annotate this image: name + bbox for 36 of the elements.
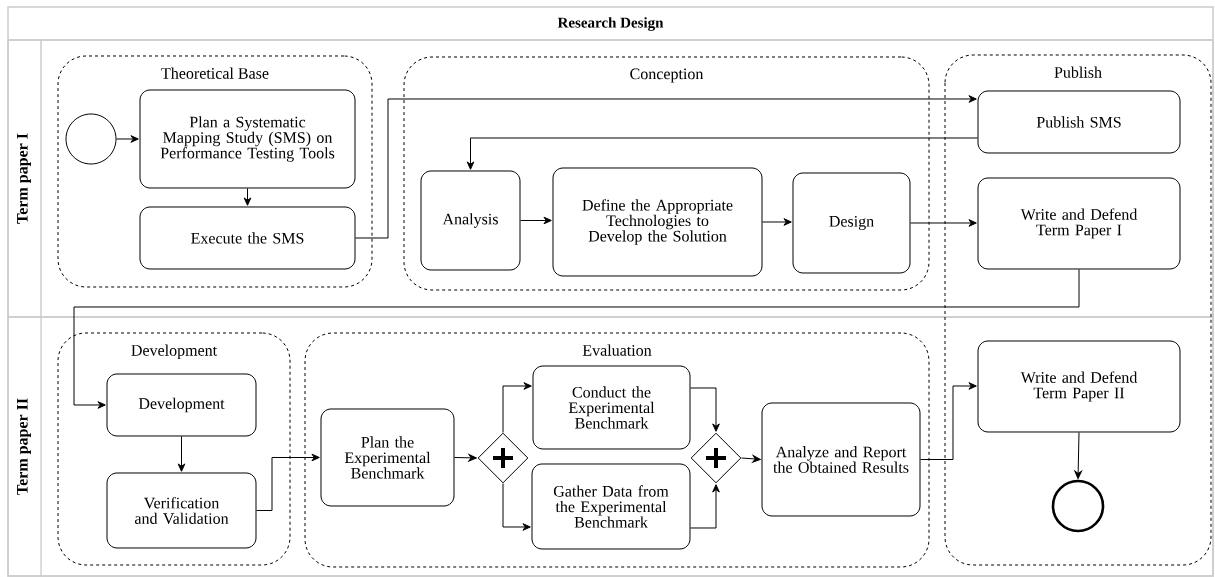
arrow — [116, 135, 139, 143]
parallel-gateway-diamond — [690, 432, 742, 484]
task-box: Verification and Validation — [106, 472, 257, 549]
arrow — [73, 269, 1080, 409]
arrow — [910, 219, 977, 227]
arrow — [690, 484, 720, 529]
arrow — [454, 454, 477, 462]
arrow — [243, 188, 252, 206]
task-box: Analysis — [420, 170, 521, 271]
arrow — [741, 455, 761, 463]
arrow — [762, 218, 792, 226]
arrow — [690, 387, 720, 432]
task-box: Write and Defend Term Paper II — [977, 340, 1181, 433]
end-event-circle — [1051, 479, 1105, 533]
task-box: Define the Appropriate Technologies to Develop the Solution — [552, 167, 763, 277]
task-box: Write and Defend Term Paper I — [977, 177, 1181, 270]
arrow — [256, 453, 320, 511]
arrow — [1074, 432, 1082, 479]
parallel-gateway-diamond — [477, 432, 529, 484]
task-box: Conduct the Experimental Benchmark — [532, 365, 691, 450]
task-box: Plan a Systematic Mapping Study (SMS) on Performance Testing Tools — [139, 89, 356, 189]
arrow — [520, 216, 552, 225]
arrow — [177, 436, 186, 472]
task-box: Development — [106, 373, 257, 437]
task-box: Design — [792, 172, 911, 274]
arrow — [502, 382, 532, 433]
arrow — [502, 483, 531, 531]
task-box: Plan the Experimental Benchmark — [320, 408, 455, 507]
task-box: Publish SMS — [977, 90, 1181, 154]
task-box: Gather Data from the Experimental Benchmark — [531, 463, 691, 550]
start-event-circle — [65, 113, 117, 165]
arrow — [466, 137, 978, 170]
task-box: Analyze and Report the Obtained Results — [761, 402, 921, 517]
arrow — [355, 95, 977, 239]
arrow — [920, 382, 977, 460]
task-box: Execute the SMS — [139, 206, 356, 270]
